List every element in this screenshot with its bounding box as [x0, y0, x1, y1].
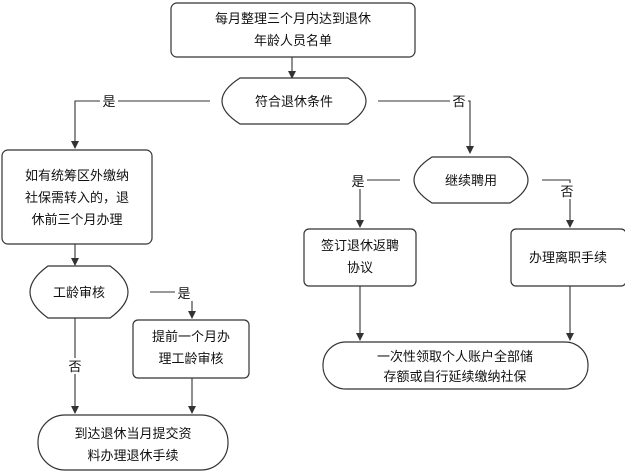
decision-continue-employ: 继续聘用 — [413, 156, 529, 204]
decision-meets-condition-label: 符合退休条件 — [255, 94, 333, 110]
node-review-early: 提前一个月办 理工龄审核 — [132, 319, 250, 379]
node-resign-procedure: 办理离职手续 — [510, 228, 625, 287]
node-lump-sum-line-1: 一次性领取个人账户全部储 — [377, 349, 533, 365]
decision-continue-employ-label: 继续聘用 — [445, 174, 497, 189]
edge-labels: 是 否 是 否 是 否 — [66, 93, 576, 375]
node-transfer-in-line-1: 如有统筹区外缴纳 — [25, 168, 129, 184]
node-sign-rehire: 签订退休返聘 协议 — [303, 228, 417, 287]
edge-label-continue-yes: 是 — [351, 175, 364, 190]
edge-label-continue-no: 否 — [560, 185, 573, 200]
node-lump-sum-line-2: 存额或自行延续缴纳社保 — [383, 369, 526, 385]
node-transfer-in-line-3: 休前三个月办理 — [31, 212, 122, 228]
node-monthly-list-line-2: 年龄人员名单 — [254, 33, 332, 49]
node-submit-docs-line-2: 料办理退休手续 — [87, 449, 178, 464]
node-sign-rehire-line-2: 协议 — [347, 261, 373, 276]
edge-label-seniority-yes: 是 — [177, 287, 190, 302]
node-sign-rehire-line-1: 签订退休返聘 — [321, 238, 399, 254]
node-submit-docs-line-1: 到达退休当月提交资 — [74, 426, 191, 442]
node-review-early-line-1: 提前一个月办 — [152, 329, 230, 345]
edge-label-meets-no: 否 — [452, 95, 465, 110]
decision-seniority-review-label: 工龄审核 — [53, 286, 105, 301]
edge-label-meets-yes: 是 — [102, 95, 115, 110]
edge-label-seniority-no: 否 — [68, 360, 81, 375]
edge-condition-no — [378, 100, 474, 154]
node-transfer-in: 如有统筹区外缴纳 社保需转入的，退 休前三个月办理 — [1, 149, 153, 245]
node-monthly-list-line-1: 每月整理三个月内达到退休 — [215, 11, 371, 27]
node-review-early-line-2: 理工龄审核 — [158, 352, 223, 367]
edge-condition-yes — [71, 100, 210, 149]
node-monthly-list: 每月整理三个月内达到退休 年龄人员名单 — [170, 2, 416, 58]
node-transfer-in-line-2: 社保需转入的，退 — [25, 190, 129, 206]
edge-continue-no — [542, 179, 574, 228]
decision-meets-condition: 符合退休条件 — [221, 77, 367, 125]
decision-seniority-review: 工龄审核 — [29, 265, 129, 319]
node-resign-procedure-label: 办理离职手续 — [529, 250, 607, 266]
node-lump-sum: 一次性领取个人账户全部储 存额或自行延续缴纳社保 — [322, 341, 589, 390]
node-submit-docs: 到达退休当月提交资 料办理退休手续 — [37, 414, 229, 471]
